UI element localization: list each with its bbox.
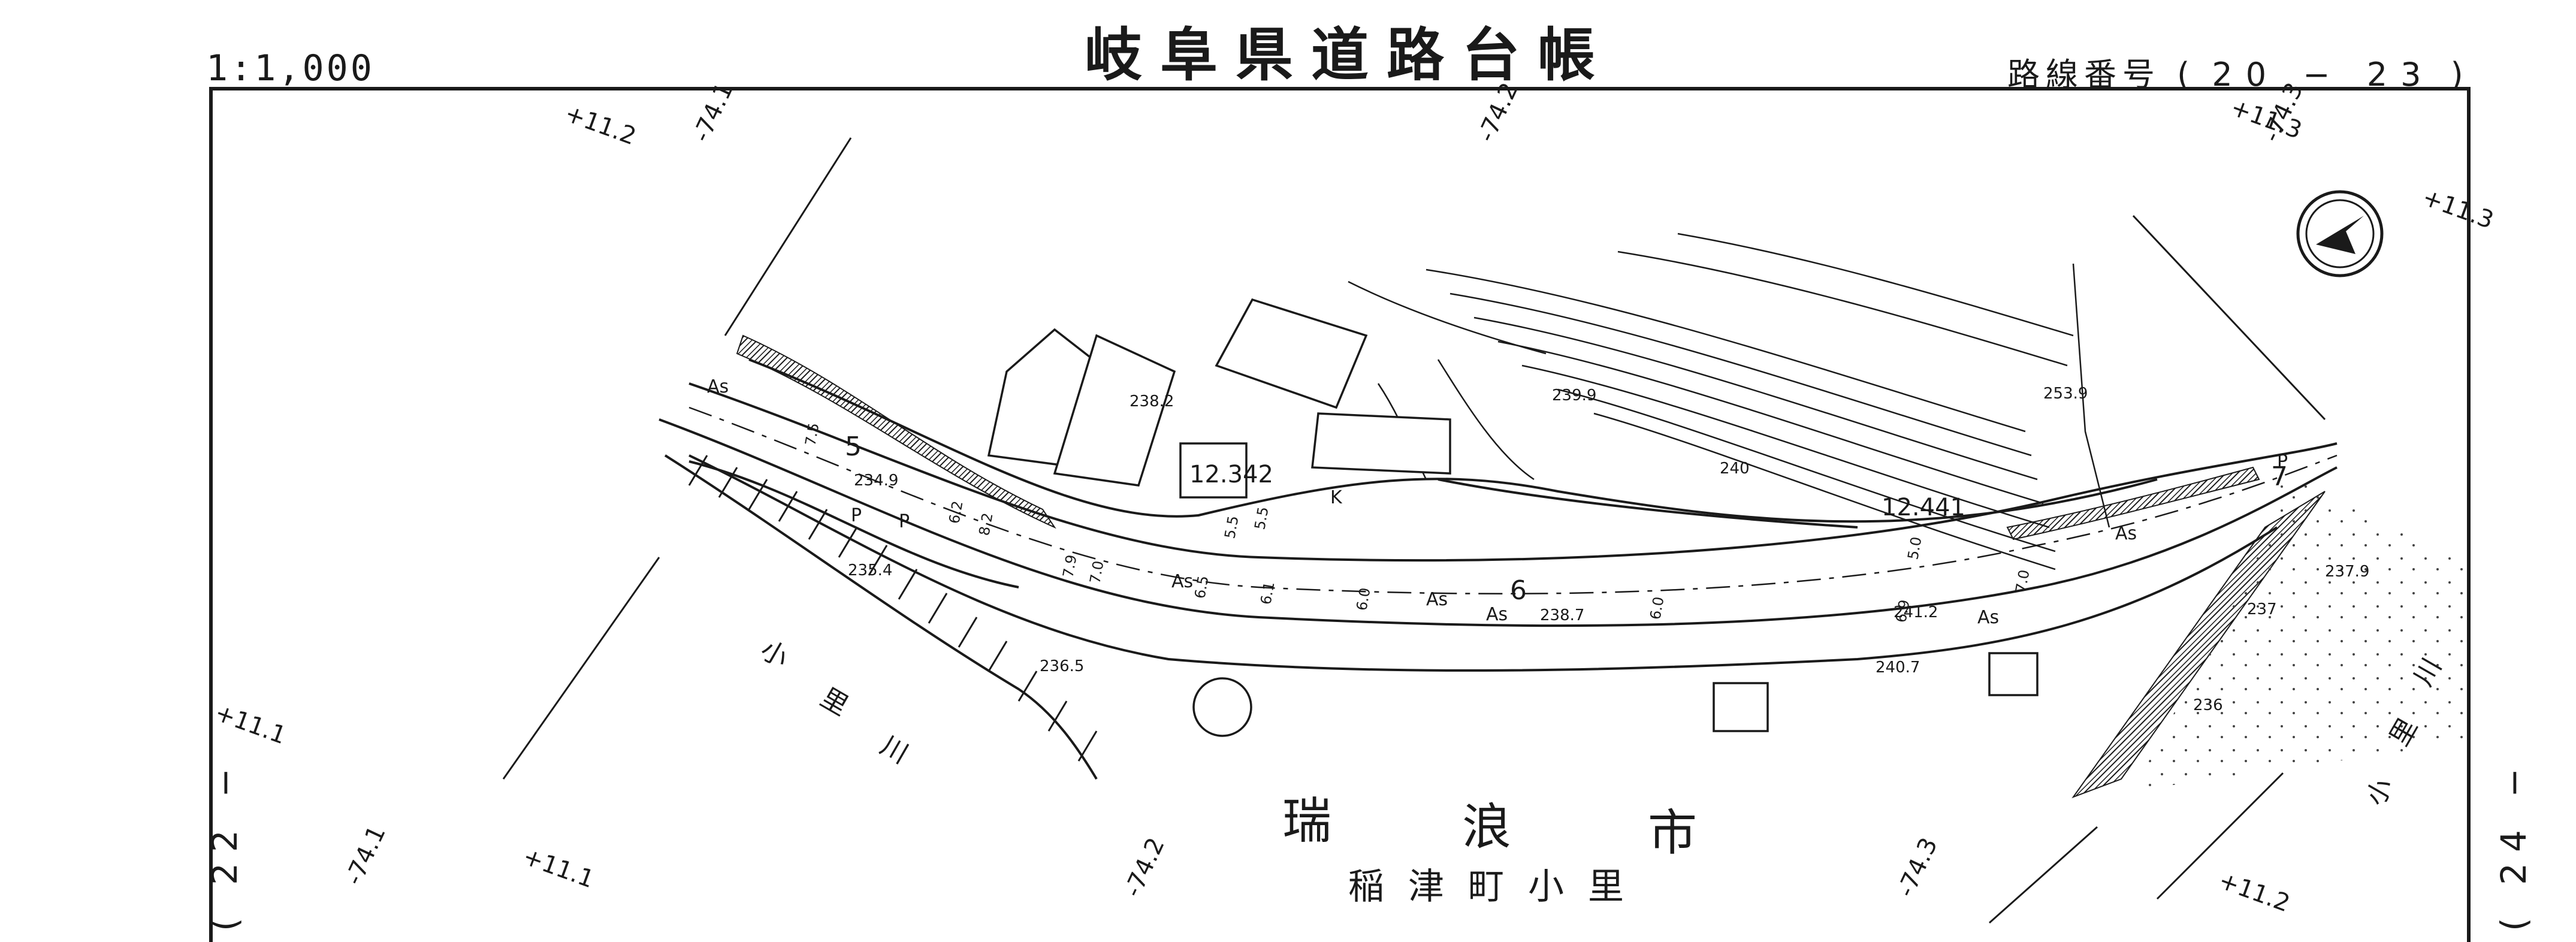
surface-label: P	[851, 505, 862, 526]
elevation: 235.4	[848, 561, 892, 579]
elevation: 237.9	[2325, 563, 2369, 581]
route-number-label: 路線番号 ( 20 − 23 )	[2007, 59, 2469, 91]
road-centerline	[688, 406, 2338, 595]
width: 7.9	[1059, 554, 1080, 579]
surface-label: P	[899, 511, 910, 532]
width: 5.0	[1904, 536, 1925, 561]
section-numbers: 5 6 7	[845, 431, 2288, 606]
river-bank	[664, 454, 1098, 780]
slope-dotted-area	[2133, 467, 2463, 791]
road-edges	[659, 358, 2338, 672]
surface-label: P	[2277, 451, 2288, 472]
section-number: 6	[1510, 575, 1527, 606]
map-scale: 1:1,000	[206, 47, 375, 89]
map-frame	[209, 87, 2471, 942]
surface-label: As	[2115, 523, 2137, 544]
elevation: 237	[2247, 600, 2277, 618]
elevation: 238.7	[1540, 606, 1584, 624]
background-lines	[502, 137, 2326, 924]
city-name-char: 市	[1648, 805, 1698, 862]
coord-tick: -74.1	[340, 822, 391, 889]
route-label-text: 路線番号	[2007, 56, 2161, 93]
elevation: 236	[2193, 696, 2223, 714]
elevation: 240	[1720, 460, 1750, 478]
elevation: 253.9	[2043, 385, 2088, 403]
elevation: 236.5	[1040, 657, 1084, 675]
buildings	[987, 298, 2039, 737]
surface-label: As	[1977, 607, 1999, 628]
elevations: 238.2 239.9 253.9 234.9 240 235.4 238.7 …	[848, 385, 2369, 714]
elevation: 234.9	[854, 472, 898, 490]
width: 7.5	[802, 422, 822, 447]
width: 6.2	[946, 500, 966, 525]
coord-tick: +11.2	[2215, 866, 2294, 917]
contour-lines	[1348, 233, 2110, 570]
width: 6.0	[1647, 596, 1667, 621]
distance-marker: 12.342	[1189, 461, 1273, 488]
distance-marker: 12.441	[1882, 494, 1965, 521]
route-number: 20 − 23	[2212, 56, 2435, 93]
elevation: 240.7	[1876, 659, 1920, 677]
road-surface-labels: As As As As As As K P P P	[707, 376, 2288, 628]
coord-tick: -74.2	[1119, 834, 1170, 901]
coord-tick: +11.1	[520, 843, 598, 893]
width: 6.1	[1257, 581, 1278, 606]
section-number: 5	[845, 431, 862, 462]
width: 6.5	[1191, 575, 1212, 600]
map-title: 岐阜県道路台帳	[1085, 22, 1613, 89]
width: 6.0	[1353, 587, 1373, 612]
surface-label: As	[1486, 604, 1508, 625]
elevation: 241.2	[1894, 603, 1938, 621]
route-open-paren: (	[2177, 56, 2196, 93]
width-measurements: 7.5 6.2 8.2 7.9 7.0 5.5 5.5 6.5 6.1 6.0 …	[802, 422, 2033, 624]
north-arrow-icon	[2296, 190, 2384, 277]
town-name: 稲津町小里	[1348, 866, 1648, 908]
distance-markers: 12.342 12.441	[1189, 461, 1965, 521]
coord-tick: -74.3	[1892, 834, 1943, 901]
width: 6.9	[1892, 599, 1913, 624]
width: 7.0	[2012, 569, 2033, 594]
city-name-char: 瑞	[1282, 793, 1332, 850]
surface-label: As	[1171, 571, 1193, 592]
elevation: 238.2	[1130, 393, 1174, 410]
section-number: 7	[2271, 461, 2288, 492]
surface-label: As	[707, 376, 729, 397]
width: 5.5	[1221, 515, 1242, 540]
retaining-wall-hatch	[736, 334, 1056, 529]
city-name-char: 浪	[1462, 799, 1512, 856]
retaining-wall-hatch-2	[2006, 466, 2260, 541]
width: 8.2	[976, 512, 996, 537]
surface-label: As	[1426, 589, 1448, 610]
width: 5.5	[1251, 506, 1272, 531]
elevation: 239.9	[1552, 387, 1596, 404]
surface-label: K	[1330, 487, 1343, 508]
route-close-paren: )	[2450, 56, 2469, 93]
coord-tick: +11.1	[212, 699, 290, 750]
coord-tick: +11.2	[561, 99, 640, 150]
width: 7.0	[1086, 560, 1107, 585]
coord-tick: +11.3	[2419, 183, 2498, 234]
